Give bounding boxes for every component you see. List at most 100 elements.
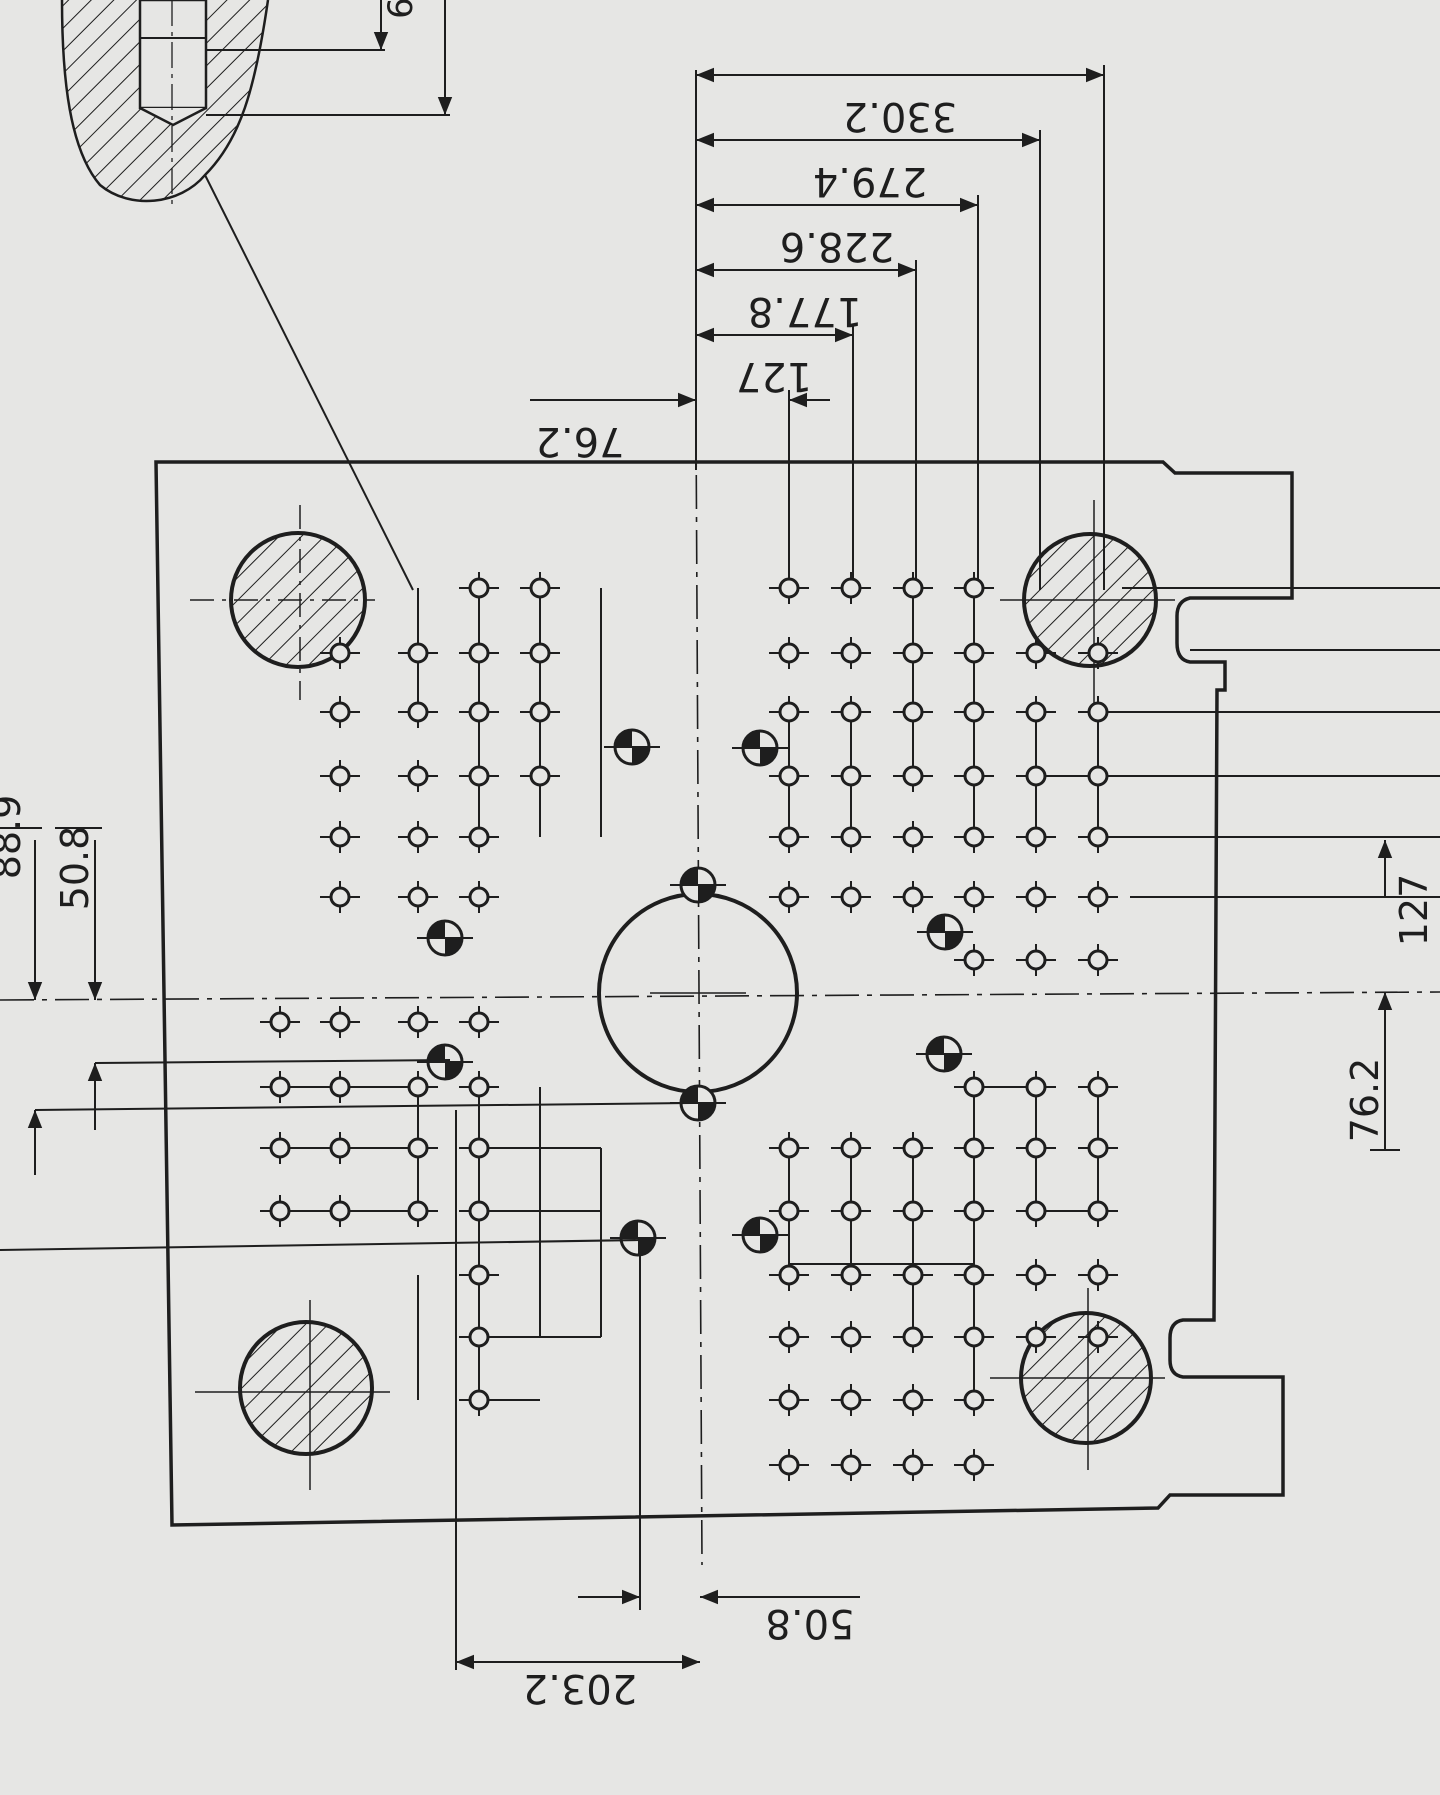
dim-left-50-8: 50.8 <box>53 826 97 911</box>
bolt-hole <box>769 1259 809 1291</box>
bolt-hole <box>459 881 499 913</box>
datum-mark <box>916 1035 972 1073</box>
bolt-hole <box>769 821 809 853</box>
section-detail: 6 <box>60 0 453 591</box>
bolt-hole <box>769 1132 809 1164</box>
dim-228-6: 228.6 <box>780 223 895 269</box>
bolt-hole <box>893 696 933 728</box>
bolt-hole <box>459 696 499 728</box>
bolt-hole <box>893 1321 933 1353</box>
datum-mark <box>732 729 788 767</box>
bolt-hole <box>954 1071 994 1103</box>
guide-bushing <box>190 505 375 700</box>
datum-mark <box>417 919 473 957</box>
bolt-hole <box>769 572 809 604</box>
bolt-hole <box>320 821 360 853</box>
dim-corner: 6 <box>381 0 421 19</box>
bolt-hole <box>831 1449 871 1481</box>
bolt-hole <box>831 637 871 669</box>
bolt-hole <box>954 944 994 976</box>
bolt-hole <box>831 1132 871 1164</box>
bolt-hole <box>1078 1132 1118 1164</box>
bolt-hole <box>320 760 360 792</box>
bolt-hole <box>1078 696 1118 728</box>
bolt-hole <box>320 881 360 913</box>
bolt-hole <box>769 637 809 669</box>
bolt-hole <box>769 881 809 913</box>
bolt-hole <box>520 572 560 604</box>
bolt-hole <box>459 637 499 669</box>
bolt-hole <box>954 1259 994 1291</box>
bolt-hole <box>1016 1195 1056 1227</box>
bolt-hole <box>1016 696 1056 728</box>
bolt-hole <box>459 1071 499 1103</box>
tapped-hole-section <box>138 0 208 110</box>
bolt-hole <box>1078 1259 1118 1291</box>
bolt-hole <box>398 881 438 913</box>
bolt-hole <box>954 637 994 669</box>
bolt-hole <box>320 1071 360 1103</box>
bolt-hole <box>769 760 809 792</box>
bolt-hole <box>1016 760 1056 792</box>
bolt-hole <box>1078 944 1118 976</box>
bolt-hole <box>1078 881 1118 913</box>
bolt-hole <box>520 637 560 669</box>
bolt-hole <box>459 1259 499 1291</box>
bolt-hole <box>954 1449 994 1481</box>
datum-mark <box>732 1216 788 1254</box>
dim-bottom-203-2: 203.2 <box>523 1665 638 1711</box>
bolt-hole <box>954 760 994 792</box>
bolt-hole <box>398 821 438 853</box>
right-dimensions <box>1112 587 1440 1151</box>
bolt-hole <box>893 1384 933 1416</box>
bolt-hole <box>398 760 438 792</box>
left-dimensions <box>0 827 691 1251</box>
bolt-hole <box>1016 1259 1056 1291</box>
hole-grid <box>260 572 1118 1481</box>
bolt-hole <box>893 760 933 792</box>
dim-330-2: 330.2 <box>843 93 958 139</box>
dim-177-8: 177.8 <box>748 288 863 334</box>
leader-line <box>204 174 414 591</box>
bolt-hole <box>893 1195 933 1227</box>
datum-mark <box>917 913 973 951</box>
guide-bushing <box>990 1288 1165 1470</box>
bolt-hole <box>831 821 871 853</box>
bolt-hole <box>398 637 438 669</box>
bolt-hole <box>1016 944 1056 976</box>
bolt-hole <box>893 572 933 604</box>
bolt-hole <box>831 1195 871 1227</box>
bolt-hole <box>459 572 499 604</box>
bolt-hole <box>320 1132 360 1164</box>
bolt-hole <box>831 696 871 728</box>
bolt-hole <box>1078 1321 1118 1353</box>
bolt-hole <box>1016 1071 1056 1103</box>
bolt-hole <box>1078 760 1118 792</box>
bolt-hole <box>954 1195 994 1227</box>
bolt-hole <box>954 821 994 853</box>
bolt-hole <box>831 881 871 913</box>
bolt-hole <box>954 572 994 604</box>
bolt-hole <box>769 1384 809 1416</box>
bolt-hole <box>831 1321 871 1353</box>
bottom-dimensions <box>455 1110 860 1670</box>
bolt-hole <box>398 1195 438 1227</box>
bolt-hole <box>260 1006 300 1038</box>
bolt-hole <box>893 1449 933 1481</box>
bolt-hole <box>459 1384 499 1416</box>
dim-76-2: 76.2 <box>535 418 624 464</box>
bolt-hole <box>954 881 994 913</box>
bolt-hole <box>769 1449 809 1481</box>
bolt-hole <box>1016 1132 1056 1164</box>
bolt-hole <box>320 1195 360 1227</box>
bolt-hole <box>520 760 560 792</box>
bolt-hole <box>459 1132 499 1164</box>
dim-bottom-50-8: 50.8 <box>765 1600 854 1646</box>
bolt-hole <box>398 1006 438 1038</box>
bolt-hole <box>954 696 994 728</box>
bolt-hole <box>831 1259 871 1291</box>
bolt-hole <box>893 881 933 913</box>
bolt-hole <box>1078 1195 1118 1227</box>
bolt-hole <box>1078 637 1118 669</box>
